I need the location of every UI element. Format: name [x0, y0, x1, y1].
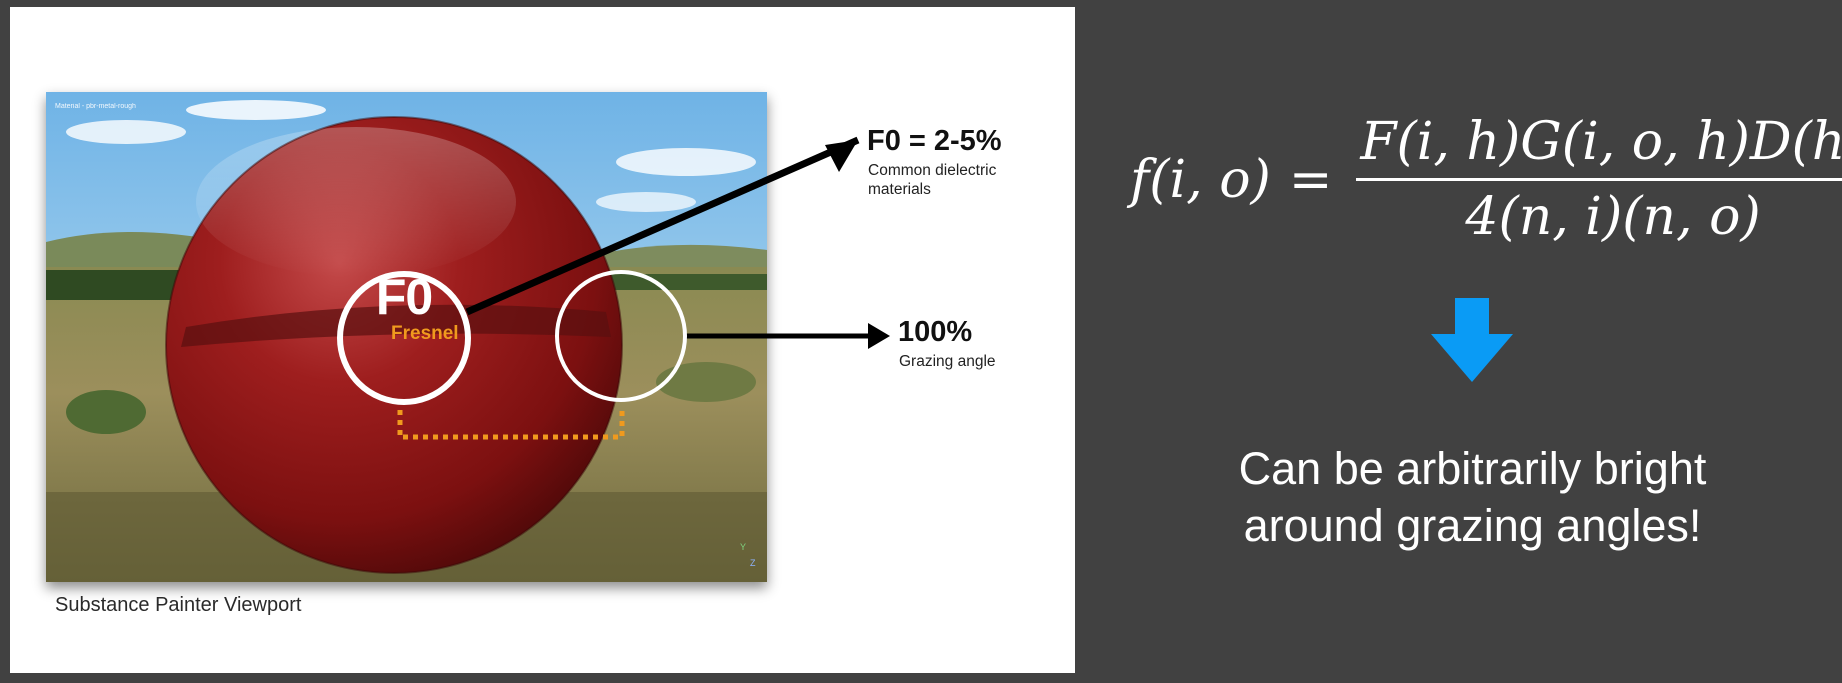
slide-panel: Material - pbr-metal-rough Y Z F0 Fresne… [10, 7, 1075, 673]
conclusion-text: Can be arbitrarily bright around grazing… [1130, 440, 1815, 554]
formula-fraction: F(i, h)G(i, o, h)D(h) 4(n, i)(n, o) [1356, 112, 1842, 247]
material-label: Material - pbr-metal-rough [55, 103, 136, 110]
f0-range-subtitle: Common dielectric materials [868, 162, 997, 198]
substance-painter-viewport: Material - pbr-metal-rough Y Z [46, 92, 767, 582]
viewport-scene [46, 92, 767, 582]
formula-lhs: f(i, o) [1130, 149, 1271, 210]
axis-y-label: Y [740, 542, 747, 552]
f0-range-title: F0 = 2-5% [867, 125, 1002, 157]
fresnel-label: Fresnel [391, 323, 459, 344]
down-arrow-icon [1431, 298, 1513, 382]
annotation-overlay [337, 136, 890, 440]
f0-circle-label: F0 [375, 269, 433, 325]
brdf-formula: f(i, o) = F(i, h)G(i, o, h)D(h) 4(n, i)(… [1130, 112, 1842, 247]
formula-denominator: 4(n, i)(n, o) [1465, 187, 1761, 247]
formula-equals: = [1288, 149, 1333, 210]
grazing-title: 100% [898, 316, 973, 348]
axis-z-label: Z [750, 558, 756, 568]
viewport-caption: Substance Painter Viewport [55, 594, 302, 616]
conclusion-line-2: around grazing angles! [1243, 500, 1702, 551]
f0-arrow-head [825, 140, 858, 172]
conclusion-line-1: Can be arbitrarily bright [1238, 443, 1707, 494]
f0-arrow [465, 136, 860, 316]
grazing-circle [555, 270, 687, 402]
grazing-arrow-head [868, 323, 890, 349]
f0-circle [337, 271, 471, 405]
grazing-subtitle: Grazing angle [899, 353, 996, 370]
formula-fraction-bar [1356, 178, 1842, 181]
fresnel-bracket [397, 410, 625, 440]
formula-numerator: F(i, h)G(i, o, h)D(h) [1360, 112, 1842, 172]
